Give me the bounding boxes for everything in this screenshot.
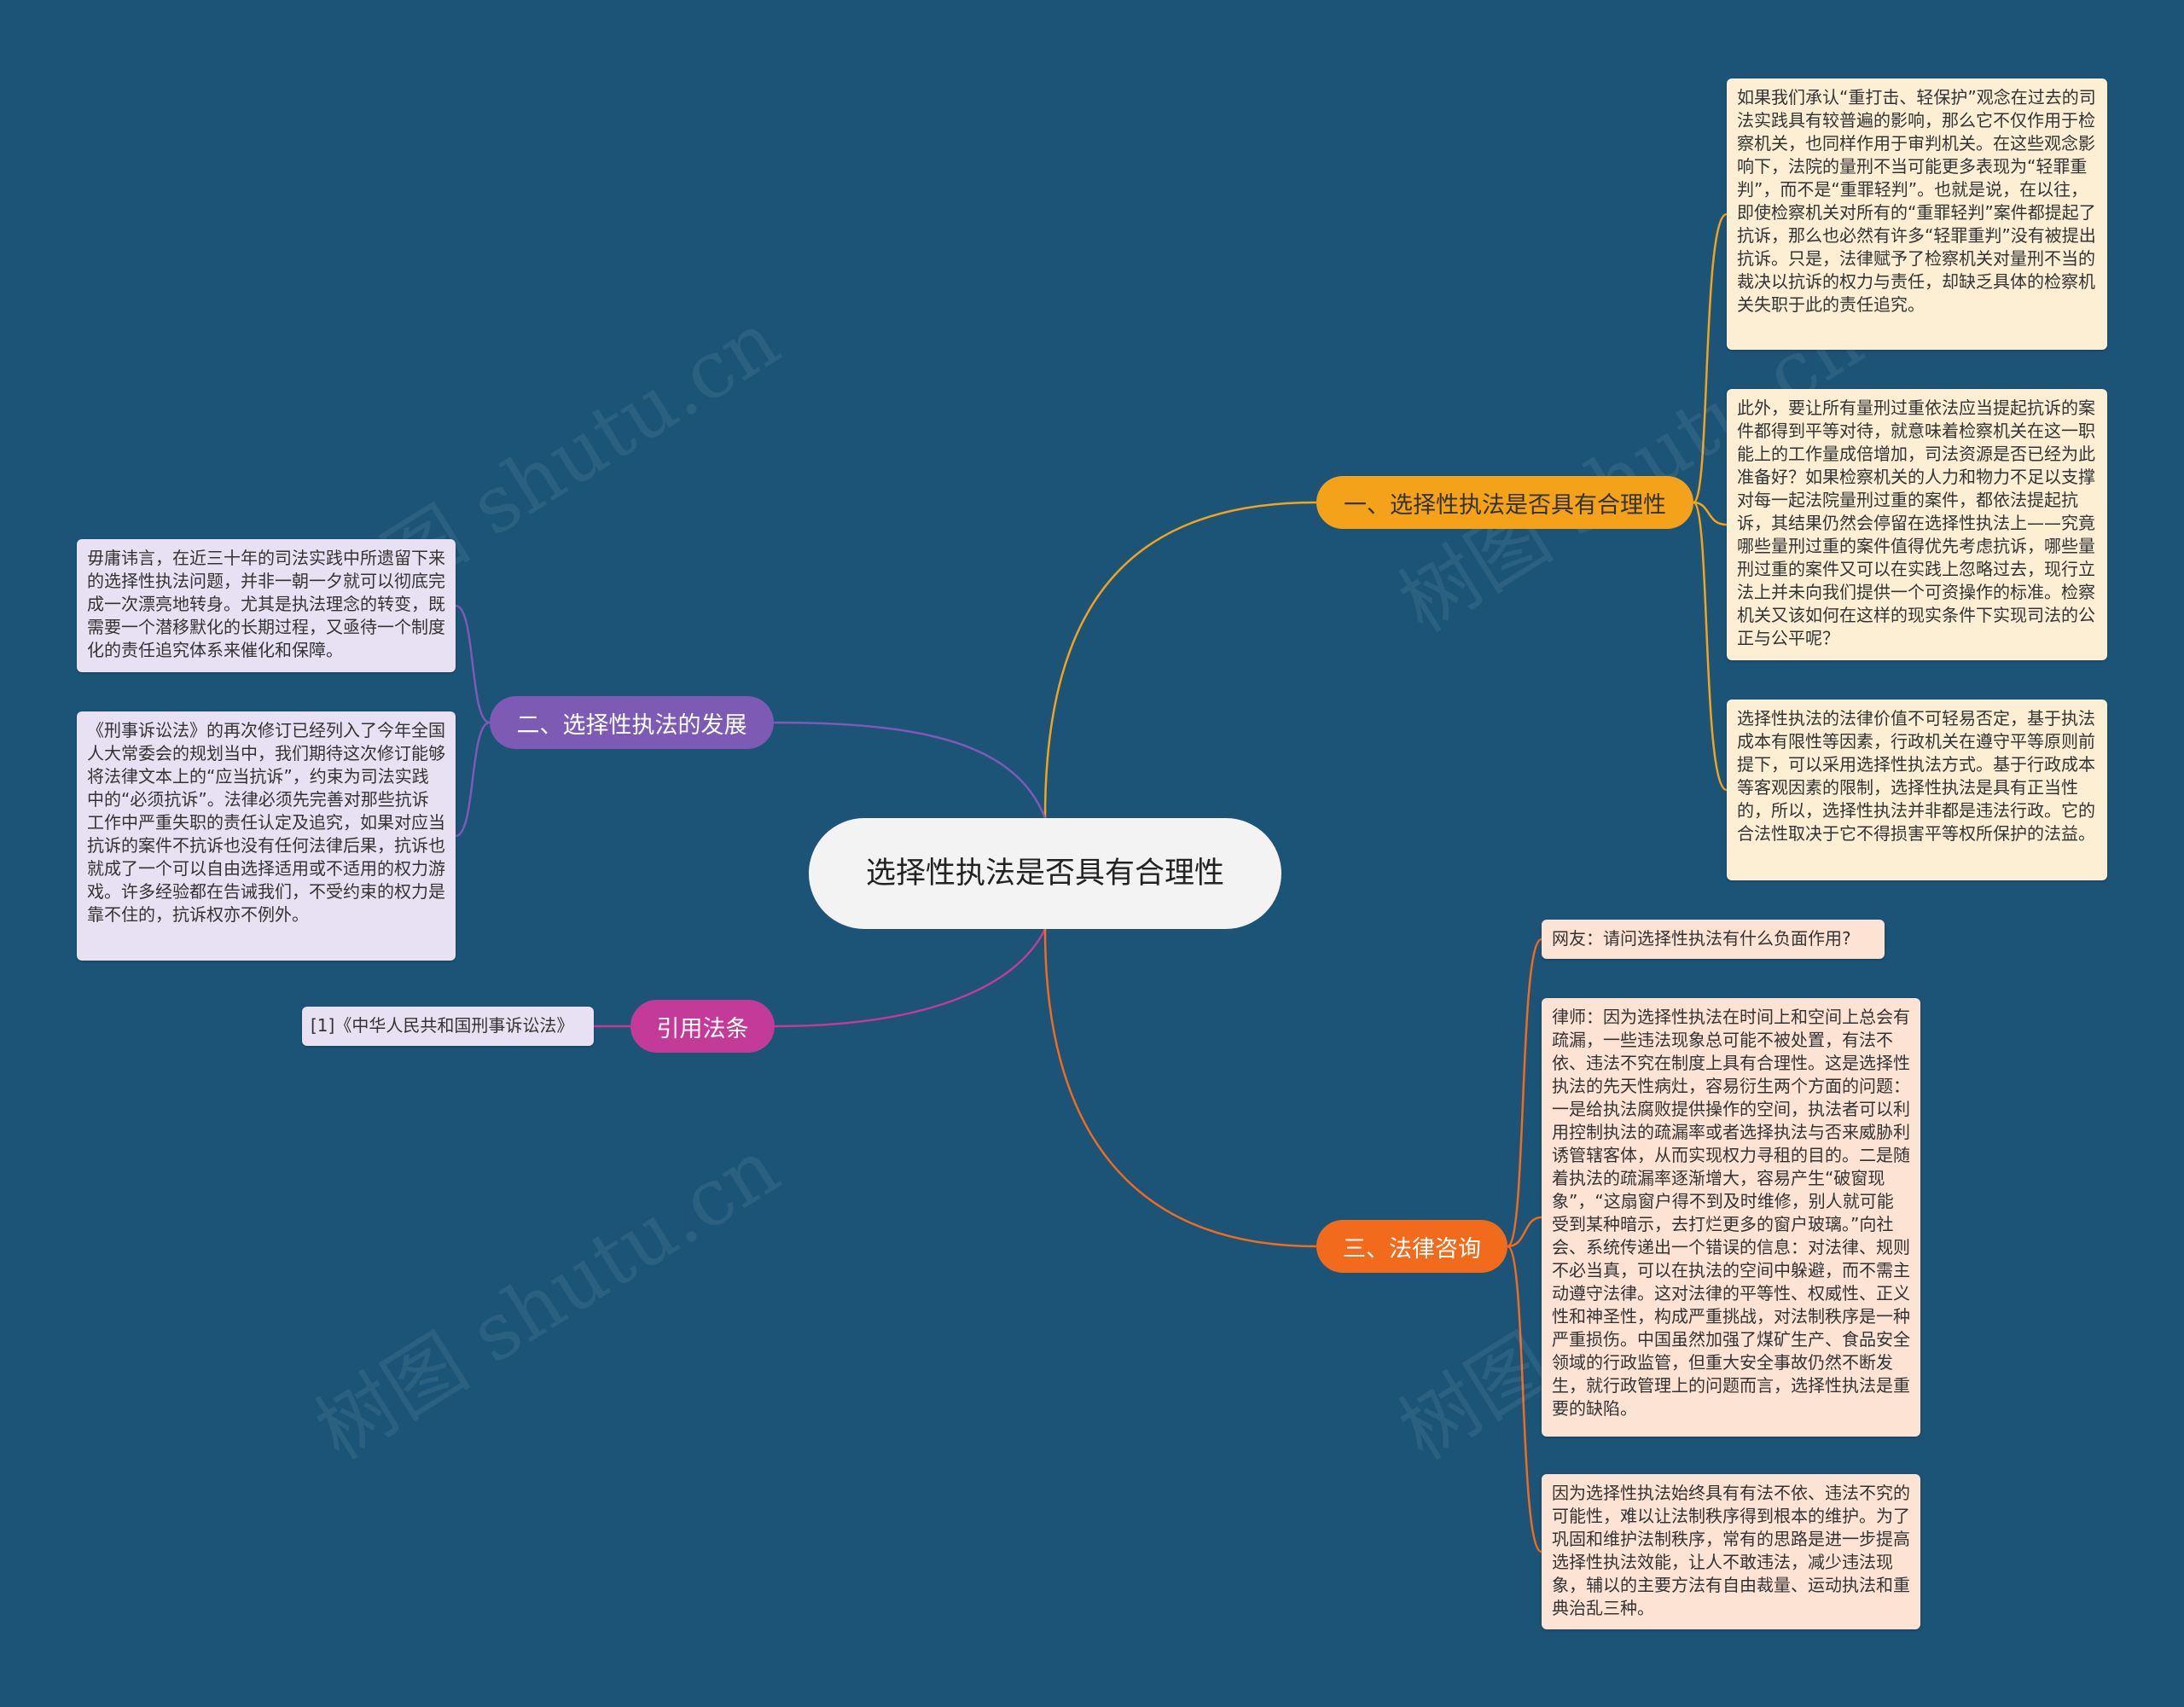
link-root-b2 <box>773 721 1047 819</box>
branch-label: 引用法条 <box>656 1015 749 1042</box>
branch-cited-law[interactable]: 引用法条 <box>630 1000 775 1053</box>
leaf-text: [1]《中华人民共和国刑事诉讼法》 <box>311 1015 574 1036</box>
link-b1-l2 <box>1693 501 1728 526</box>
branch-3-legal-consultation[interactable]: 三、法律咨询 <box>1316 1220 1507 1273</box>
branch-label: 三、法律咨询 <box>1343 1235 1481 1263</box>
leaf-note[interactable]: 因为选择性执法始终具有有法不依、违法不究的可能性，难以让法制秩序得到根本的维护。… <box>1542 1474 1920 1629</box>
leaf-note[interactable]: 选择性执法的法律价值不可轻易否定，基于执法成本有限性等因素，行政机关在遵守平等原… <box>1727 700 2107 880</box>
root-topic-label: 选择性执法是否具有合理性 <box>865 856 1224 891</box>
leaf-text: 毋庸讳言，在近三十年的司法实践中所遗留下来的选择性执法问题，并非一朝一夕就可以彻… <box>87 548 445 660</box>
leaf-lawyer-answer[interactable]: 律师：因为选择性执法在时间上和空间上总会有疏漏，一些违法现象总可能不被处置，有法… <box>1542 998 1920 1437</box>
link-b2-l5 <box>455 721 491 838</box>
link-root-b1 <box>1043 501 1317 819</box>
branch-2-development[interactable]: 二、选择性执法的发展 <box>490 696 774 749</box>
leaf-text: 选择性执法的法律价值不可轻易否定，基于执法成本有限性等因素，行政机关在遵守平等原… <box>1737 708 2095 844</box>
leaf-citation[interactable]: [1]《中华人民共和国刑事诉讼法》 <box>302 1007 594 1046</box>
branch-label: 一、选择性执法是否具有合理性 <box>1344 491 1666 519</box>
link-b4-l7 <box>1506 938 1542 1248</box>
leaf-question[interactable]: 网友：请问选择性执法有什么负面作用? <box>1542 920 1885 959</box>
leaf-text: 如果我们承认“重打击、轻保护”观念在过去的司法实践具有较普遍的影响，那么它不仅作… <box>1737 87 2096 315</box>
leaf-note[interactable]: 如果我们承认“重打击、轻保护”观念在过去的司法实践具有较普遍的影响，那么它不仅作… <box>1727 78 2107 350</box>
link-b2-l4 <box>455 604 491 724</box>
leaf-text: 此外，要让所有量刑过重依法应当提起抗诉的案件都得到平等对待，就意味着检察机关在这… <box>1737 398 2095 648</box>
link-root-b3 <box>774 928 1047 1028</box>
leaf-note[interactable]: 此外，要让所有量刑过重依法应当提起抗诉的案件都得到平等对待，就意味着检察机关在这… <box>1727 389 2107 660</box>
leaf-text: 因为选择性执法始终具有有法不依、违法不究的可能性，难以让法制秩序得到根本的维护。… <box>1552 1483 1910 1618</box>
leaf-note[interactable]: 《刑事诉讼法》的再次修订已经列入了今年全国人大常委会的规划当中，我们期待这次修订… <box>77 711 456 961</box>
branch-1-reasonableness[interactable]: 一、选择性执法是否具有合理性 <box>1316 476 1693 529</box>
link-root-b4 <box>1043 928 1317 1248</box>
link-b4-l8 <box>1507 1216 1542 1248</box>
leaf-text: 《刑事诉讼法》的再次修订已经列入了今年全国人大常委会的规划当中，我们期待这次修订… <box>87 720 445 925</box>
link-b1-l1 <box>1692 212 1728 504</box>
leaf-note[interactable]: 毋庸讳言，在近三十年的司法实践中所遗留下来的选择性执法问题，并非一朝一夕就可以彻… <box>77 539 456 672</box>
root-topic[interactable]: 选择性执法是否具有合理性 <box>809 818 1281 929</box>
link-b1-l3 <box>1692 501 1728 792</box>
link-b4-l9 <box>1506 1245 1542 1553</box>
branch-label: 二、选择性执法的发展 <box>516 711 747 739</box>
leaf-text: 律师：因为选择性执法在时间上和空间上总会有疏漏，一些违法现象总可能不被处置，有法… <box>1552 1007 1910 1419</box>
leaf-text: 网友：请问选择性执法有什么负面作用? <box>1552 928 1851 949</box>
